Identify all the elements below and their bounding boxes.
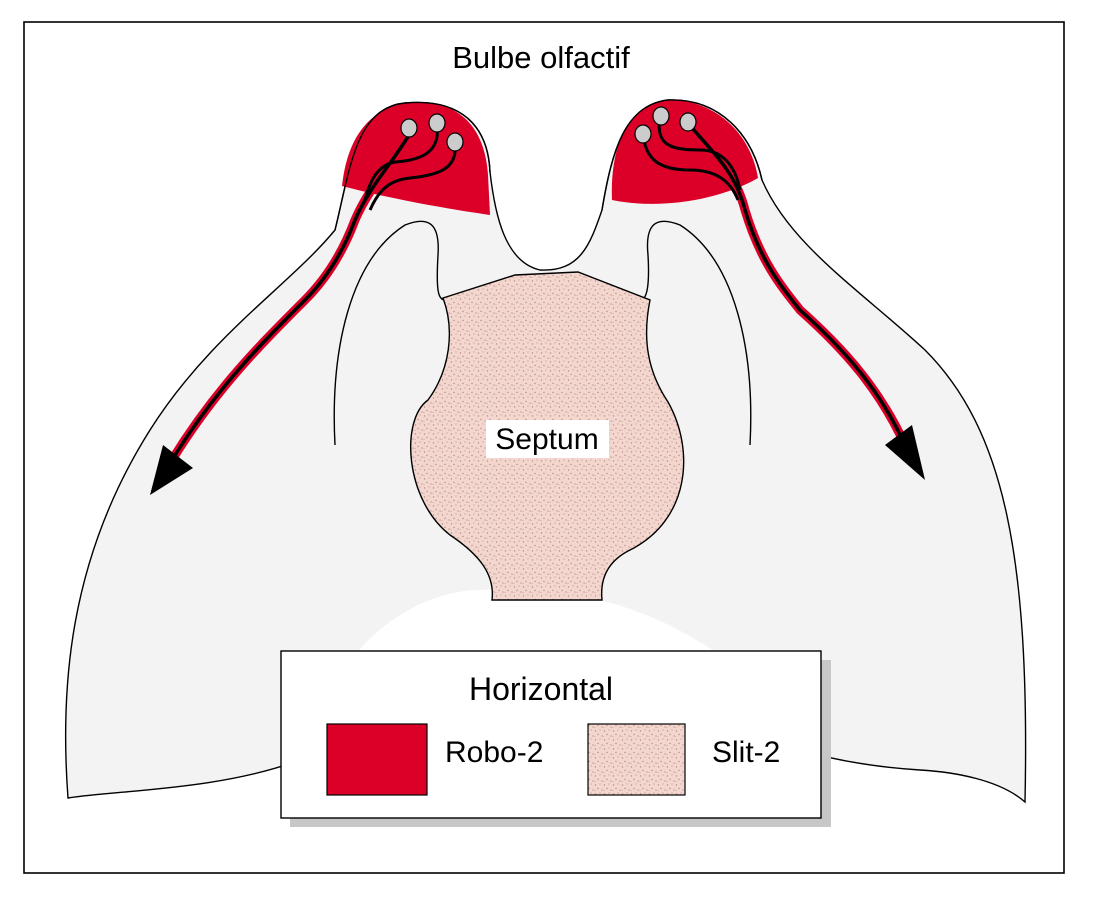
septum-label-bg xyxy=(486,420,609,458)
left-arrowhead-icon xyxy=(150,445,193,495)
left-neurons xyxy=(400,113,464,152)
legend-swatch-robo2 xyxy=(326,723,428,796)
legend-title: Horizontal xyxy=(469,671,613,707)
neuron-cell-icon xyxy=(400,118,418,138)
neuron-cell-icon xyxy=(634,124,652,144)
legend-swatch-slit2 xyxy=(587,723,686,796)
neuron-cell-icon xyxy=(679,112,697,132)
neuron-cell-icon xyxy=(652,106,670,126)
right-ventricle xyxy=(639,220,752,446)
septum-label: Septum xyxy=(495,423,598,456)
legend-label-slit2: Slit-2 xyxy=(712,736,780,769)
title-label: Bulbe olfactif xyxy=(452,40,630,75)
left-axon-tract xyxy=(150,124,457,495)
legend: Horizontal Robo-2 Slit-2 xyxy=(280,650,831,827)
neuron-cell-icon xyxy=(428,113,446,133)
right-neurons xyxy=(634,106,697,144)
right-arrowhead-icon xyxy=(885,425,925,480)
neuron-cell-icon xyxy=(446,132,464,152)
legend-label-robo2: Robo-2 xyxy=(445,736,543,769)
left-ventricle xyxy=(333,220,446,446)
right-axon-tract xyxy=(641,115,925,480)
